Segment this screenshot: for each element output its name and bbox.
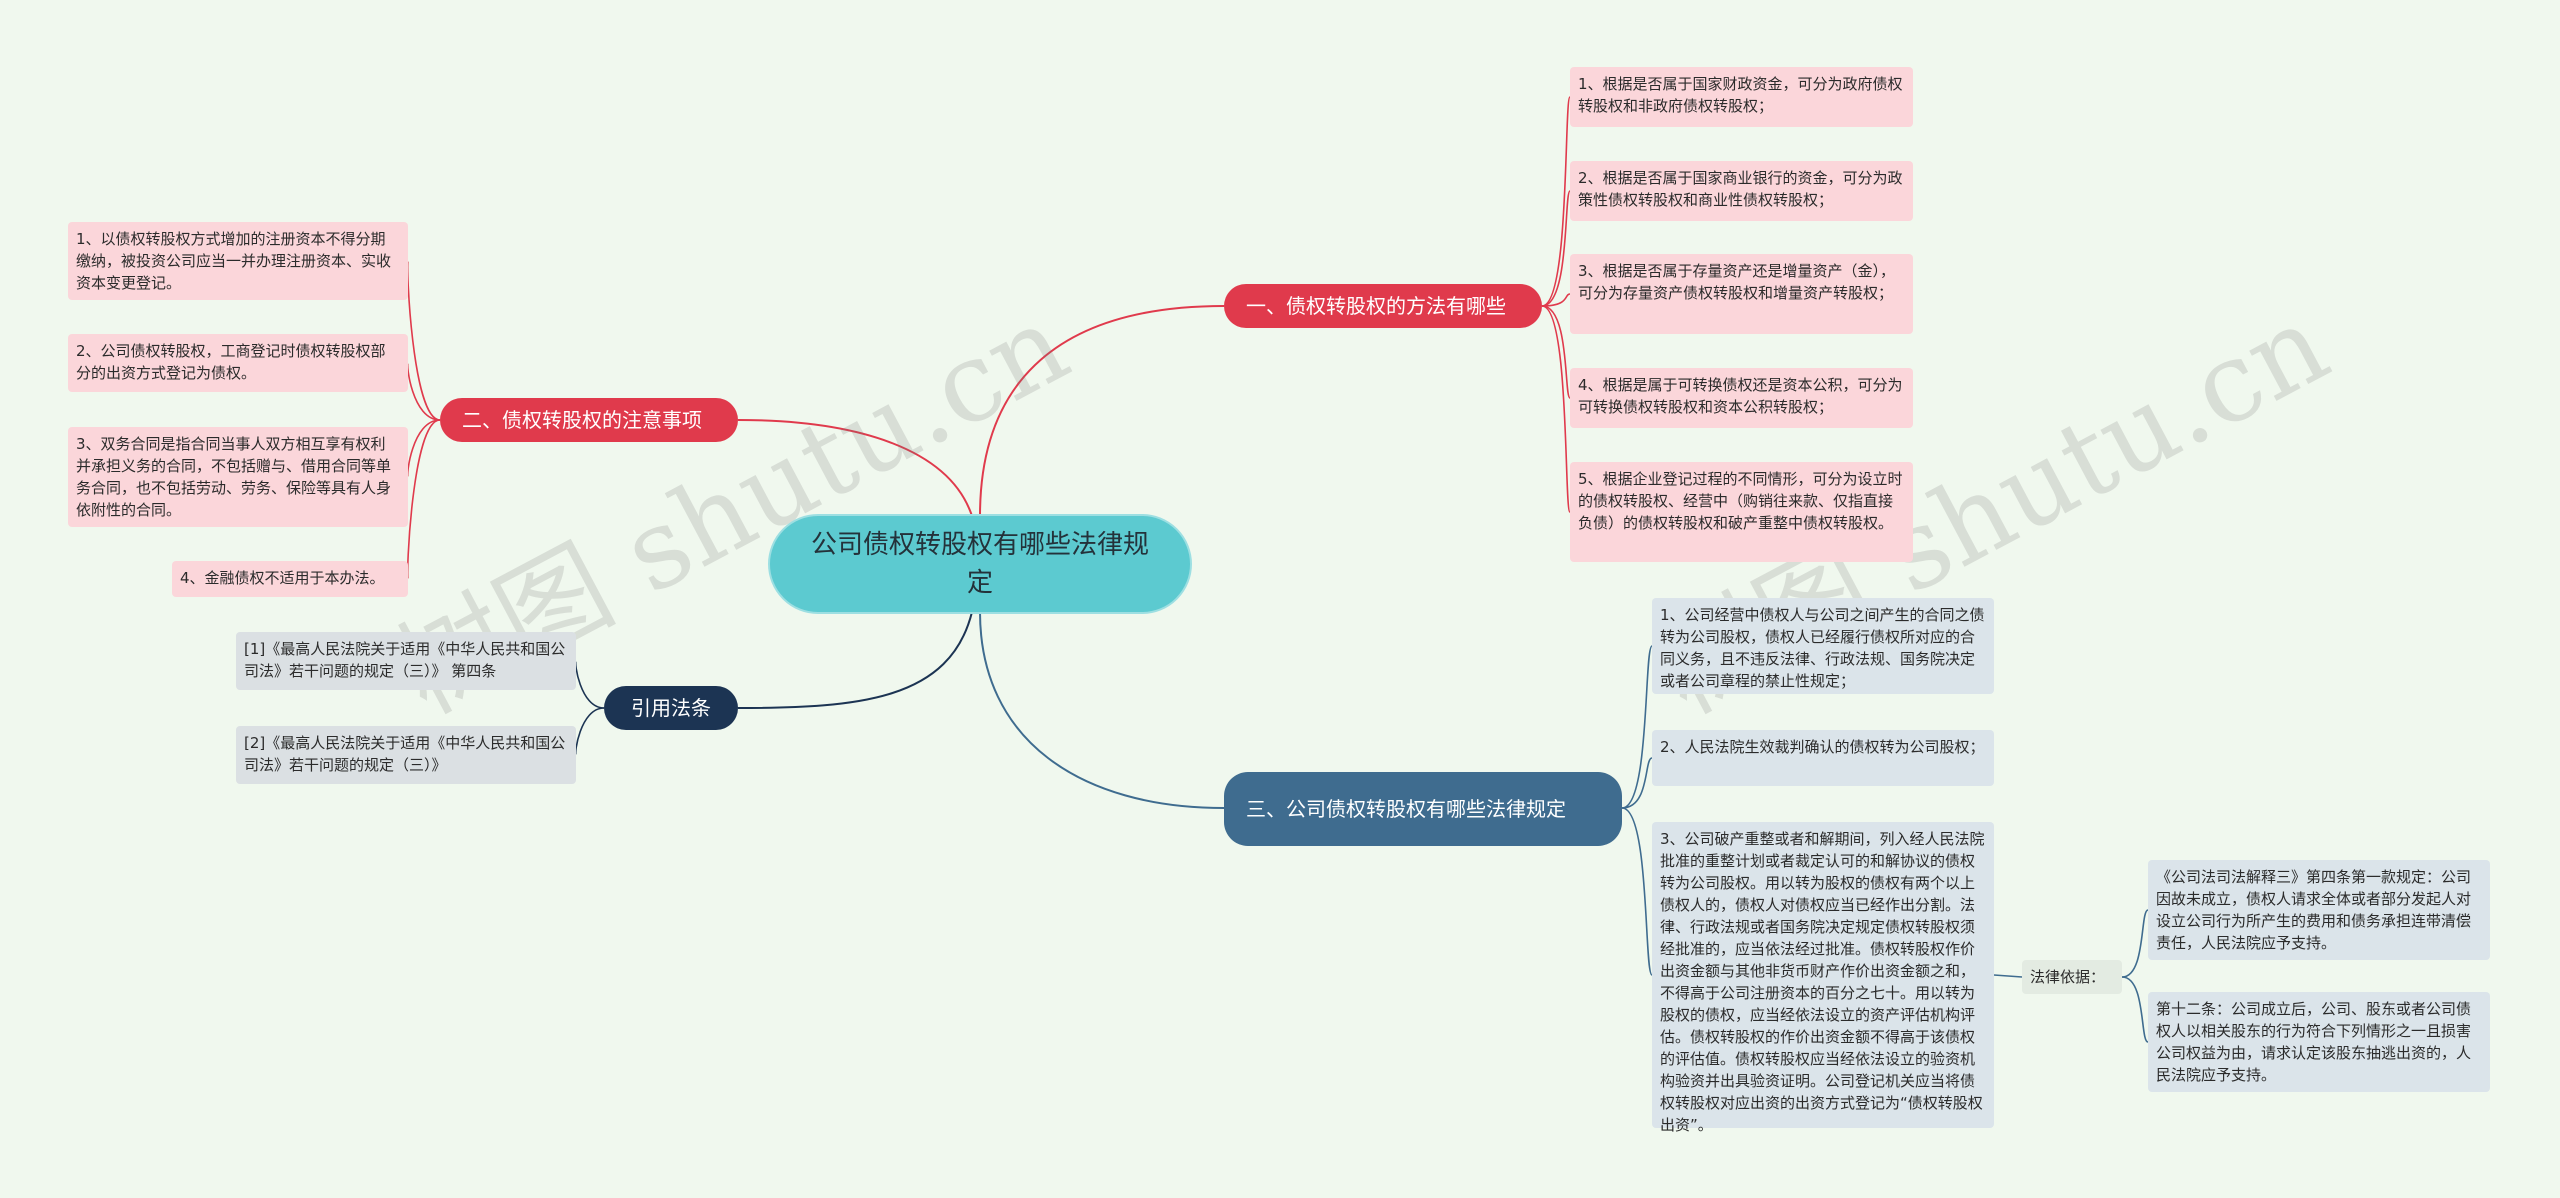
branch-laws-label: 三、公司债权转股权有哪些法律规定 [1246, 797, 1566, 821]
link-methods-item-4 [1541, 305, 1571, 399]
link-laws-item-1 [1621, 645, 1653, 809]
link-notes-item-3 [406, 419, 441, 478]
laws-item-3-text: 3、公司破产重整或者和解期间，列入经人民法院批准的重整计划或者裁定认可的和解协议… [1660, 830, 1985, 1134]
methods-item-2-text: 2、根据是否属于国家商业银行的资金，可分为政策性债权转股权和商业性债权转股权； [1578, 169, 1903, 209]
notes-item-1[interactable]: 1、以债权转股权方式增加的注册资本不得分期缴纳，被投资公司应当一并办理注册资本、… [68, 222, 408, 300]
methods-item-1-text: 1、根据是否属于国家财政资金，可分为政府债权转股权和非政府债权转股权； [1578, 75, 1903, 115]
link-laws-basis [1993, 974, 2023, 978]
notes-item-4[interactable]: 4、金融债权不适用于本办法。 [172, 561, 408, 597]
link-laws-item-2 [1621, 757, 1653, 809]
link-root-citations [737, 611, 973, 709]
branch-methods[interactable]: 一、债权转股权的方法有哪些 [1224, 284, 1542, 328]
laws-item-3[interactable]: 3、公司破产重整或者和解期间，列入经人民法院批准的重整计划或者裁定认可的和解协议… [1652, 822, 1994, 1134]
legal-basis-label[interactable]: 法律依据： [2022, 960, 2122, 994]
methods-item-3[interactable]: 3、根据是否属于存量资产还是增量资产（金），可分为存量资产债权转股权和增量资产转… [1570, 254, 1913, 334]
link-basis-item-2 [2121, 976, 2149, 1043]
legal-basis-item-2[interactable]: 第十二条：公司成立后，公司、股东或者公司债权人以相关股东的行为符合下列情形之一且… [2148, 992, 2490, 1092]
citation-item-1-text: [1]《最高人民法院关于适用《中华人民共和国公司法》若干问题的规定（三）》 第四… [244, 640, 566, 680]
notes-item-4-text: 4、金融债权不适用于本办法。 [180, 569, 385, 587]
root-topic-label: 公司债权转股权有哪些法律规定 [810, 530, 1149, 598]
methods-item-1[interactable]: 1、根据是否属于国家财政资金，可分为政府债权转股权和非政府债权转股权； [1570, 67, 1913, 127]
laws-item-1[interactable]: 1、公司经营中债权人与公司之间产生的合同之债转为公司股权，债权人已经履行债权所对… [1652, 598, 1994, 694]
methods-item-4[interactable]: 4、根据是属于可转换债权还是资本公积，可分为可转换债权转股权和资本公积转股权； [1570, 368, 1913, 428]
link-notes-item-4 [406, 419, 441, 580]
citation-item-2[interactable]: [2]《最高人民法院关于适用《中华人民共和国公司法》若干问题的规定（三）》 [236, 726, 576, 784]
branch-citations-label: 引用法条 [631, 696, 711, 720]
link-root-notes [737, 419, 973, 517]
notes-item-3-text: 3、双务合同是指合同当事人双方相互享有权利并承担义务的合同，不包括赠与、借用合同… [76, 435, 392, 519]
laws-item-1-text: 1、公司经营中债权人与公司之间产生的合同之债转为公司股权，债权人已经履行债权所对… [1660, 606, 1985, 690]
citation-item-1[interactable]: [1]《最高人民法院关于适用《中华人民共和国公司法》若干问题的规定（三）》 第四… [236, 632, 576, 690]
branch-methods-label: 一、债权转股权的方法有哪些 [1246, 294, 1506, 318]
link-methods-item-1 [1541, 96, 1571, 307]
notes-item-1-text: 1、以债权转股权方式增加的注册资本不得分期缴纳，被投资公司应当一并办理注册资本、… [76, 230, 392, 292]
laws-item-2-text: 2、人民法院生效裁判确认的债权转为公司股权； [1660, 738, 1985, 756]
methods-item-5[interactable]: 5、根据企业登记过程的不同情形，可分为设立时的债权转股权、经营中（购销往来款、仅… [1570, 462, 1913, 562]
link-root-laws [979, 611, 1225, 809]
methods-item-3-text: 3、根据是否属于存量资产还是增量资产（金），可分为存量资产债权转股权和增量资产转… [1578, 262, 1896, 302]
legal-basis-item-2-text: 第十二条：公司成立后，公司、股东或者公司债权人以相关股东的行为符合下列情形之一且… [2156, 1000, 2472, 1084]
notes-item-2-text: 2、公司债权转股权，工商登记时债权转股权部分的出资方式登记为债权。 [76, 342, 386, 382]
link-methods-item-3 [1541, 293, 1571, 307]
link-root-methods [979, 305, 1225, 517]
methods-item-2[interactable]: 2、根据是否属于国家商业银行的资金，可分为政策性债权转股权和商业性债权转股权； [1570, 161, 1913, 221]
methods-item-4-text: 4、根据是属于可转换债权还是资本公积，可分为可转换债权转股权和资本公积转股权； [1578, 376, 1903, 416]
root-topic[interactable]: 公司债权转股权有哪些法律规定 [768, 514, 1192, 614]
citation-item-2-text: [2]《最高人民法院关于适用《中华人民共和国公司法》若干问题的规定（三）》 [244, 734, 566, 774]
methods-item-5-text: 5、根据企业登记过程的不同情形，可分为设立时的债权转股权、经营中（购销往来款、仅… [1578, 470, 1903, 532]
link-methods-item-5 [1541, 305, 1571, 513]
branch-notes-label: 二、债权转股权的注意事项 [462, 408, 702, 432]
link-laws-item-3 [1621, 807, 1653, 976]
link-citation-item-2 [574, 707, 605, 756]
link-notes-item-1 [406, 260, 441, 421]
legal-basis-item-1-text: 《公司法司法解释三》第四条第一款规定：公司因故未成立，债权人请求全体或者部分发起… [2156, 868, 2472, 952]
notes-item-2[interactable]: 2、公司债权转股权，工商登记时债权转股权部分的出资方式登记为债权。 [68, 334, 408, 392]
branch-citations[interactable]: 引用法条 [604, 686, 738, 730]
laws-item-2[interactable]: 2、人民法院生效裁判确认的债权转为公司股权； [1652, 730, 1994, 786]
link-notes-item-2 [406, 362, 441, 421]
link-basis-item-1 [2121, 909, 2149, 978]
legal-basis-item-1[interactable]: 《公司法司法解释三》第四条第一款规定：公司因故未成立，债权人请求全体或者部分发起… [2148, 860, 2490, 960]
branch-laws[interactable]: 三、公司债权转股权有哪些法律规定 [1224, 772, 1622, 846]
link-methods-item-2 [1541, 190, 1571, 307]
legal-basis-label-text: 法律依据： [2030, 968, 2106, 986]
branch-notes[interactable]: 二、债权转股权的注意事项 [440, 398, 738, 442]
notes-item-3[interactable]: 3、双务合同是指合同当事人双方相互享有权利并承担义务的合同，不包括赠与、借用合同… [68, 427, 408, 527]
link-citation-item-1 [574, 660, 605, 709]
